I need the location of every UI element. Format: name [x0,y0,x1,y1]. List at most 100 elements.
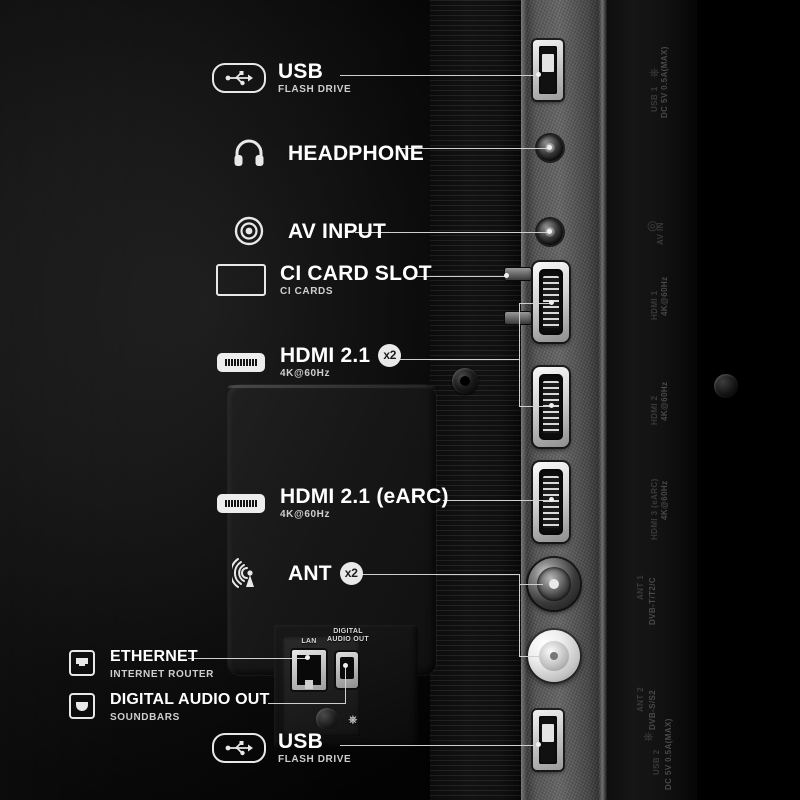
side-print-usb1-line1: USB 1 [650,86,659,112]
background-right [697,0,800,800]
leader-dot-usb-top [536,72,541,77]
callout-ant-title: ANT [288,561,332,585]
usb-port-1-hardware[interactable] [533,40,563,100]
callout-av-input-title: AV INPUT [288,219,387,243]
callout-usb-bottom[interactable]: USB FLASH DRIVE [212,730,351,766]
leader-line-av-input [355,232,548,233]
leader-dot-av-input [547,229,552,234]
usb-icon [212,733,266,763]
leader-line-hdmi21-branch-2 [519,406,552,407]
side-print-ant1-line2: DVB-T/T2/C [648,577,657,625]
leader-line-hdmi21-branch-1 [519,303,552,304]
port-strip-edge [598,0,608,800]
side-print-ant2-line1: ANT 2 [636,686,645,712]
side-print-hdmi3-line2: 4K@60Hz [660,480,669,520]
leader-line-ethernet [188,658,308,659]
leader-line-usb-bottom [340,745,535,746]
leader-line-ant-bracket [519,574,520,656]
leader-line-ant-branch-2 [519,656,543,657]
ci-card-slot-hardware-upper[interactable] [505,268,531,280]
callout-hdmi-21-earc[interactable]: HDMI 2.1 (eARC) 4K@60Hz [214,485,449,521]
leader-line-hdmi21-stem [385,359,519,360]
side-print-usb2-line2: DC 5V 0.5A(MAX) [664,718,673,790]
side-print-ant2-line2: DVB-S/S2 [648,689,657,730]
callout-digital-audio-title: DIGITAL AUDIO OUT [110,691,270,708]
callout-digital-audio-sub: SOUNDBARS [110,712,180,723]
ant-quantity-badge: x2 [339,561,363,585]
callout-hdmi-21[interactable]: HDMI 2.1 x2 4K@60Hz [214,344,402,380]
tv-side-wall [607,0,697,800]
hdmi-icon [214,488,268,518]
callout-hdmi-earc-title: HDMI 2.1 (eARC) [280,485,449,508]
av-in-side-icon: ◎ [644,220,659,232]
panel-label-dao-line2: AUDIO OUT [327,636,369,643]
leader-line-usb-top [340,75,535,76]
side-print-usb1-line2: DC 5V 0.5A(MAX) [660,46,669,118]
headphone-icon [222,138,276,168]
recessed-well-lip [228,385,436,388]
panel-label-lan: LAN [301,638,317,645]
leader-dot-hdmi-1 [549,300,554,305]
callout-ethernet-sub: INTERNET ROUTER [110,669,214,680]
callout-usb-top-title: USB [278,60,323,83]
tv-rear-ribbed-texture [430,0,522,800]
leader-line-ant-stem [353,574,519,575]
callout-av-input[interactable]: AV INPUT [222,216,386,246]
panel-label-dao-line1: DIGITAL [333,628,363,635]
usb-port-2-hardware[interactable] [533,710,563,770]
leader-line-digital-audio [268,703,346,704]
hdmi-3-port-hardware[interactable] [533,462,569,542]
callout-hdmi-21-title: HDMI 2.1 [280,344,371,367]
callout-ci-card-sub: CI CARDS [280,286,334,297]
ci-card-icon [214,264,268,296]
power-symbol-label: ⎈ [348,714,358,726]
usb-icon [212,63,266,93]
callout-usb-bottom-sub: FLASH DRIVE [278,754,352,765]
sidewall-screw [714,374,738,398]
side-print-hdmi2-line2: 4K@60Hz [660,381,669,421]
callout-ant[interactable]: ANT x2 [222,558,363,588]
leader-line-hdmi21-bracket [519,303,520,407]
side-print-hdmi3-line1: HDMI 3 (eARC) [650,478,659,540]
leader-line-ci-card [414,276,506,277]
callout-hdmi-earc-sub: 4K@60Hz [280,509,331,520]
leader-line-headphone [400,148,548,149]
callout-ethernet[interactable]: ETHERNET INTERNET ROUTER [66,645,214,681]
leader-dot-digital-audio [343,663,348,668]
leader-dot-hdmi-2 [549,403,554,408]
chassis-screw-hole [452,368,478,394]
usb-2-side-icon: ⎈ [640,731,655,742]
power-button-hardware[interactable] [316,708,338,730]
side-print-hdmi1-line2: 4K@60Hz [660,276,669,316]
callout-usb-top[interactable]: USB FLASH DRIVE [212,60,351,96]
side-print-usb2-line1: USB 2 [652,749,661,775]
side-print-hdmi1-line1: HDMI 1 [650,290,659,320]
panel-label-digital-audio-out: DIGITAL AUDIO OUT [322,628,374,644]
hdmi-quantity-badge: x2 [378,344,402,367]
ethernet-icon [66,650,98,676]
optical-audio-port-hardware[interactable] [336,652,358,688]
callout-ci-card-slot[interactable]: CI CARD SLOT CI CARDS [214,262,432,298]
leader-line-digital-audio-riser [345,668,346,704]
side-print-ant1-line1: ANT 1 [636,574,645,600]
hdmi-icon [214,347,268,377]
leader-dot-ethernet [305,655,310,660]
callout-ci-card-title: CI CARD SLOT [280,262,432,285]
leader-dot-usb-bottom [536,742,541,747]
callout-digital-audio-out[interactable]: DIGITAL AUDIO OUT SOUNDBARS [66,688,270,724]
leader-line-hdmi-earc [443,500,552,501]
leader-line-ant-branch-1 [519,584,543,585]
callout-ethernet-title: ETHERNET [110,648,198,665]
av-input-icon [222,216,276,246]
ci-card-slot-hardware-lower[interactable] [505,312,531,324]
callout-usb-top-sub: FLASH DRIVE [278,84,352,95]
callout-usb-bottom-title: USB [278,730,323,753]
callout-hdmi-21-sub: 4K@60Hz [280,368,331,379]
port-strip-highlight [521,0,527,800]
leader-dot-hdmi-earc [549,497,554,502]
optical-icon [66,693,98,719]
leader-dot-ci-card [504,273,509,278]
callout-headphone[interactable]: HEADPHONE [222,138,424,168]
callout-headphone-title: HEADPHONE [288,141,424,165]
